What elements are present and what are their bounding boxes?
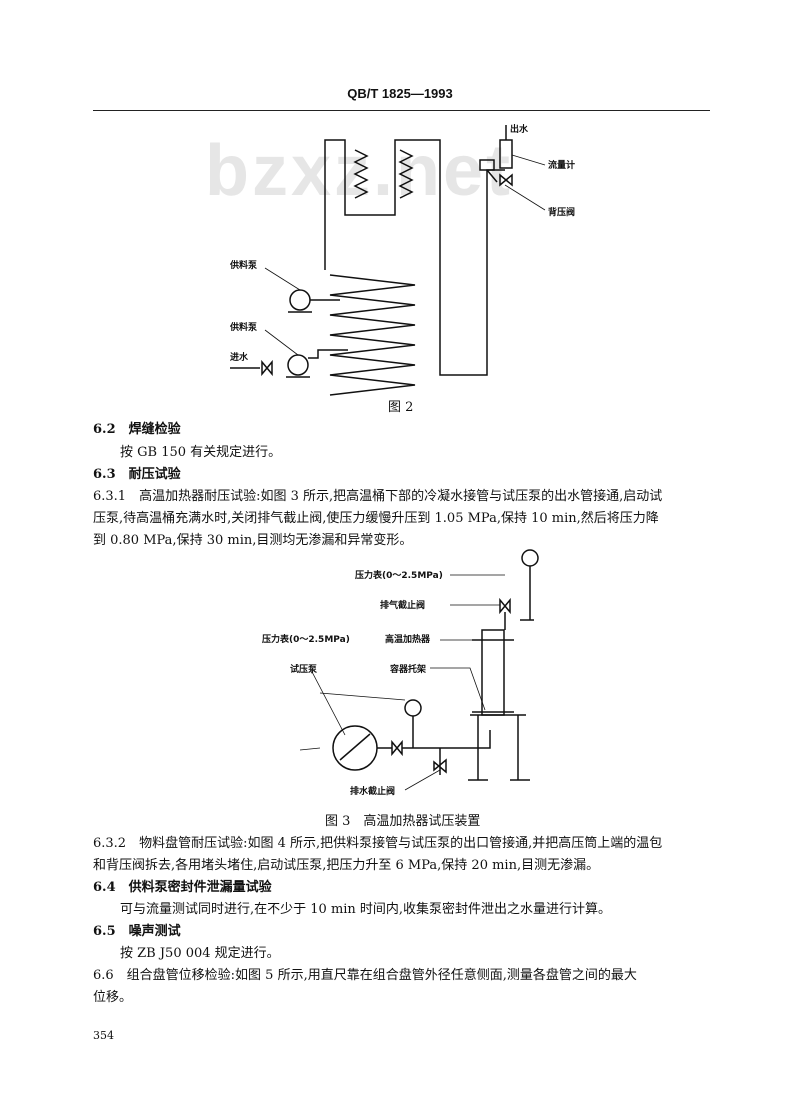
fig3-test-pump-label: 试压泵: [290, 665, 318, 675]
figure-2-leaders: [264, 154, 546, 356]
fig3-heater-label: 高温加热器: [385, 635, 431, 645]
fig2-feed-pump-label: 供料泵: [230, 323, 258, 333]
section-6-3-title: 6.3 耐压试验: [93, 467, 181, 482]
section-6-2-body: 按 GB 150 有关规定进行。: [120, 445, 282, 460]
fig3-vent-valve-label: 排气截止阀: [380, 601, 426, 611]
section-6-3-2-line: 和背压阀拆去,各用堵头堵住,启动试压泵,把压力升至 6 MPa,保持 20 mi…: [93, 858, 600, 873]
fig2-back-pressure-valve-label: 背压阀: [548, 208, 576, 218]
section-6-5-title: 6.5 噪声测试: [93, 924, 181, 939]
figure-2-diagram: [230, 125, 513, 396]
watermark: bzxz.net: [205, 131, 514, 211]
fig2-feed-pump-label: 供料泵: [230, 261, 258, 271]
section-6-3-2-line: 6.3.2 物料盘管耐压试验:如图 4 所示,把供料泵接管与试压泵的出口管接通,…: [93, 836, 663, 851]
figure-3-diagram: [332, 549, 539, 781]
figure-3-caption: 图 3 高温加热器试压装置: [325, 814, 481, 829]
section-6-6-line: 位移。: [93, 990, 133, 1005]
figure-2-caption: 图 2: [388, 400, 414, 415]
section-6-2-title: 6.2 焊缝检验: [93, 422, 181, 437]
page-number: 354: [93, 1029, 114, 1042]
fig2-outlet-label: 出水: [510, 125, 529, 135]
section-6-5-body: 按 ZB J50 004 规定进行。: [120, 946, 280, 961]
section-6-4-title: 6.4 供料泵密封件泄漏量试验: [93, 880, 272, 895]
fig3-gauge-top-label: 压力表(0～2.5MPa): [355, 571, 443, 581]
fig2-inlet-label: 进水: [230, 353, 249, 363]
fig2-flowmeter-label: 流量计: [548, 161, 576, 171]
page-header: QB/T 1825—1993: [347, 86, 453, 101]
figure-3-leaders: [299, 574, 505, 791]
fig3-drain-valve-label: 排水截止阀: [350, 787, 396, 797]
section-6-6-line: 6.6 组合盘管位移检验:如图 5 所示,用直尺靠在组合盘管外径任意侧面,测量各…: [93, 968, 637, 983]
header-rule: [93, 110, 710, 111]
fig3-bracket-label: 容器托架: [390, 665, 427, 675]
section-6-4-body: 可与流量测试同时进行,在不少于 10 min 时间内,收集泵密封件泄出之水量进行…: [120, 902, 612, 917]
section-6-3-1-line: 压泵,待高温桶充满水时,关闭排气截止阀,使压力缓慢升压到 1.05 MPa,保持…: [93, 511, 659, 526]
fig3-gauge-left-label: 压力表(0～2.5MPa): [262, 635, 350, 645]
section-6-3-1-line: 6.3.1 高温加热器耐压试验:如图 3 所示,把高温桶下部的冷凝水接管与试压泵…: [93, 489, 663, 504]
section-6-3-1-line: 到 0.80 MPa,保持 30 min,目测均无渗漏和异常变形。: [93, 533, 413, 548]
